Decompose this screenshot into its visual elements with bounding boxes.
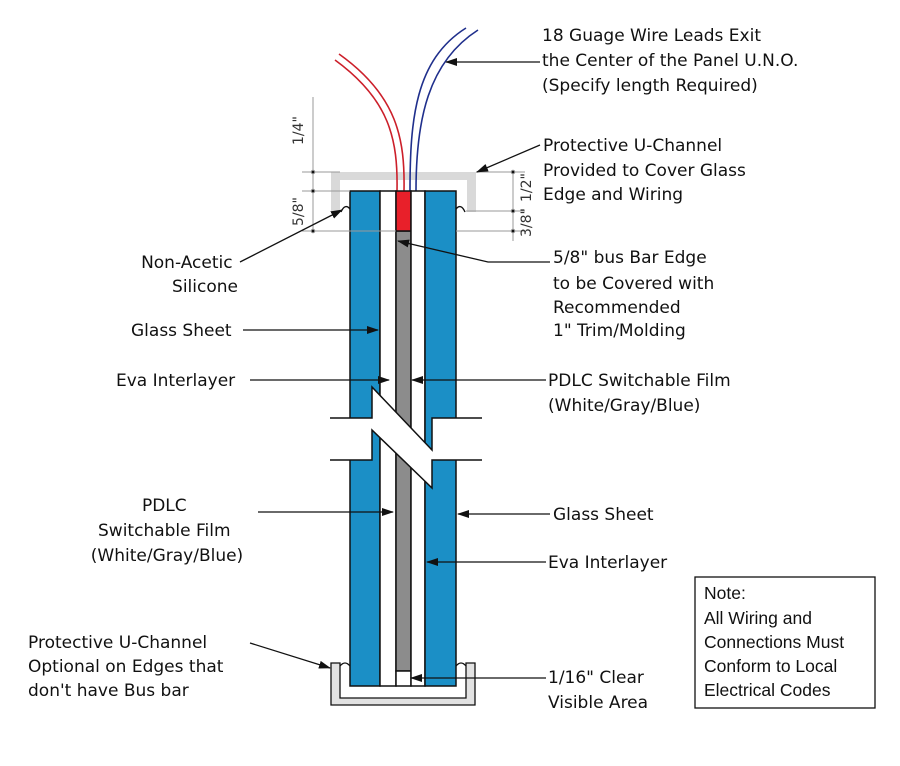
label-u-channel-bottom: Protective U-Channel Optional on Edges t… (28, 633, 229, 701)
note-text: Note: All Wiring and Connections Must Co… (704, 583, 849, 700)
label-clear-area: 1/16" Clear Visible Area (548, 668, 649, 713)
dimension-channel-depth: 1/2" (519, 173, 535, 202)
silicone-bead-left (340, 205, 351, 213)
label-bus-bar: 5/8" bus Bar Edge to be Covered with Rec… (553, 248, 720, 341)
label-pdlc-right: PDLC Switchable Film (White/Gray/Blue) (548, 371, 736, 416)
dimension-channel-overlap: 3/8" (519, 208, 535, 237)
note-box: Note: All Wiring and Connections Must Co… (694, 576, 876, 709)
label-wire-leads: 18 Guage Wire Leads Exit the Center of t… (542, 26, 804, 96)
leader-lines (239, 58, 550, 682)
label-eva-right: Eva Interlayer (548, 553, 667, 573)
clear-visible-area (395, 670, 412, 687)
label-glass-right: Glass Sheet (553, 505, 654, 525)
bus-bar (395, 190, 412, 232)
label-glass-left: Glass Sheet (131, 321, 232, 341)
label-silicone: Non-Acetic Silicone (141, 253, 238, 297)
silicone-bead-right (455, 205, 466, 213)
label-eva-left: Eva Interlayer (116, 371, 235, 391)
dimension-lines (302, 97, 525, 241)
label-pdlc-left: PDLC Switchable Film (White/Gray/Blue) (91, 496, 243, 566)
dimension-bus-bar-depth: 5/8" (291, 197, 307, 226)
bottom-u-channel (330, 662, 476, 706)
break-symbol (330, 385, 482, 490)
label-u-channel-top: Protective U-Channel Provided to Cover G… (543, 136, 751, 205)
dimension-wire-clearance: 1/4" (291, 116, 307, 145)
wire-leads (334, 27, 479, 192)
